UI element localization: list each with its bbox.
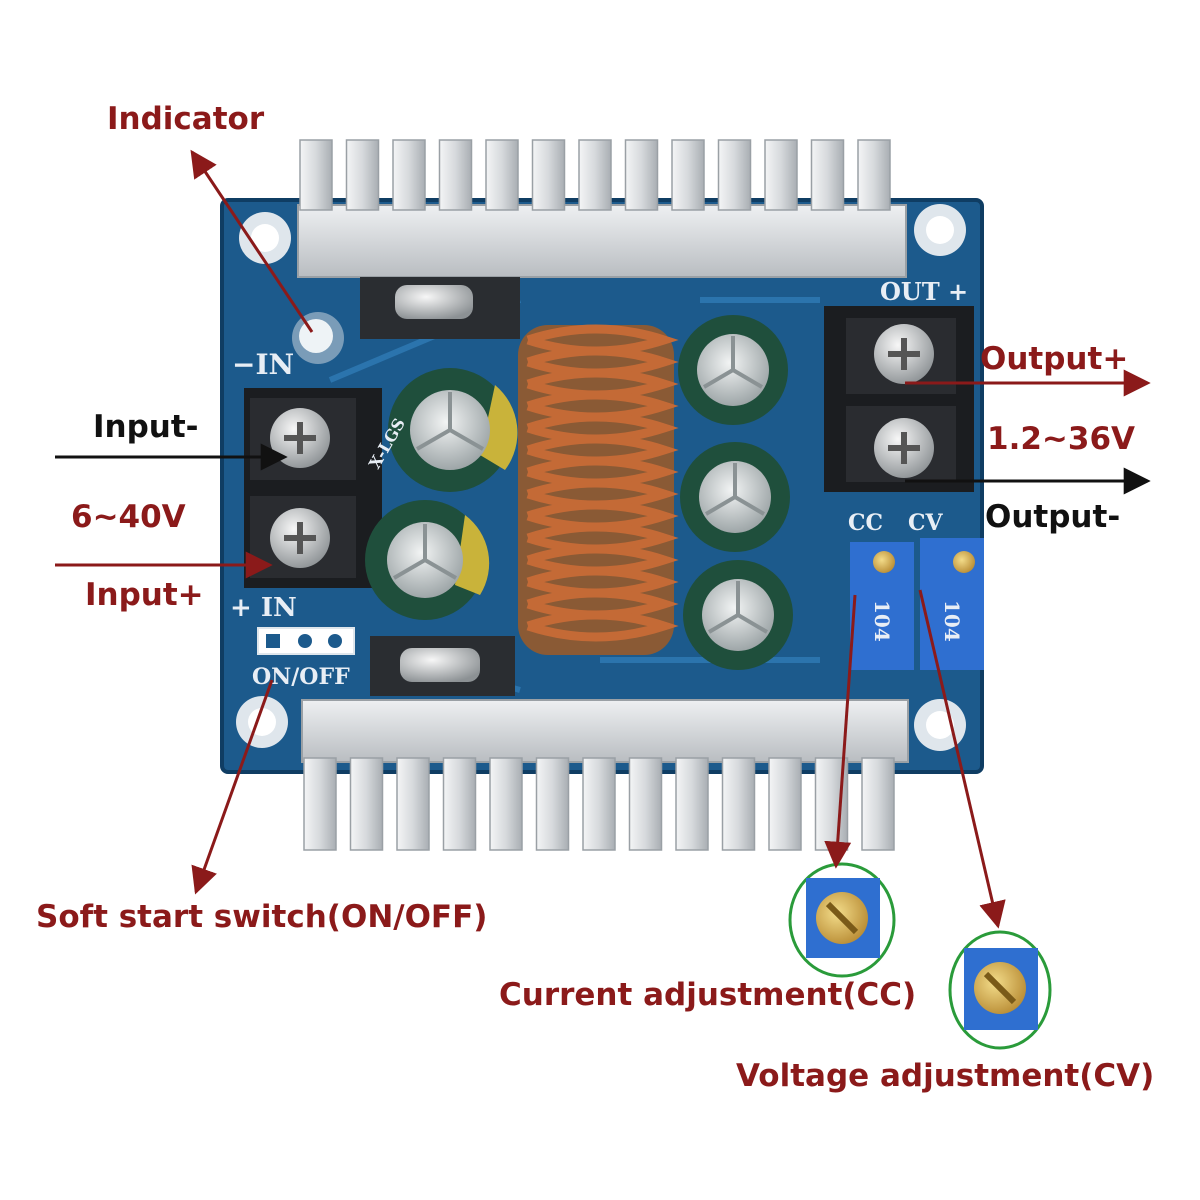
output-terminal-block	[824, 306, 974, 492]
heatsink-fin	[628, 757, 663, 851]
silk-on-off: ON/OFF	[252, 664, 350, 690]
cc-pot-code: 104	[870, 600, 894, 642]
coil-turn	[526, 610, 679, 642]
capacitor	[365, 500, 490, 620]
heatsink-fin	[489, 757, 523, 851]
input-terminal-block	[244, 388, 382, 588]
heatsink-fin	[535, 757, 570, 851]
input-range-label: 6~40V	[71, 499, 186, 535]
heatsink-fin	[764, 139, 798, 211]
heatsink-fin	[721, 757, 756, 851]
heatsink-fin	[349, 757, 384, 851]
output-minus-label: Output-	[985, 499, 1121, 535]
mounting-hole	[914, 204, 966, 256]
indicator-led	[292, 312, 344, 364]
cc-arrow	[824, 594, 857, 869]
output-plus-label: Output+	[980, 341, 1129, 377]
capacitor	[683, 560, 793, 670]
cv-pot-code: 104	[940, 600, 964, 642]
heatsink-fin	[485, 139, 519, 211]
indicator-arrow	[190, 149, 314, 333]
heatsink-fin	[861, 757, 895, 851]
silk-cv: CV	[908, 510, 944, 536]
silk-in-minus: −IN	[232, 348, 294, 381]
toroid-inductor	[518, 324, 679, 655]
current-adjustment-label: Current adjustment(CC)	[499, 977, 917, 1013]
screw-terminal-input-plus	[270, 508, 330, 568]
heatsink-fin	[857, 139, 891, 211]
bottom-heatsink	[301, 636, 909, 851]
mounting-hole	[239, 212, 291, 264]
output-range-label: 1.2~36V	[987, 421, 1136, 457]
heatsink-fin	[582, 757, 616, 851]
capacitor	[680, 442, 790, 552]
silk-in-plus: + IN	[230, 593, 297, 623]
heatsink-fin	[768, 757, 802, 851]
capacitor	[678, 315, 788, 425]
soft-start-label: Soft start switch(ON/OFF)	[36, 899, 488, 935]
screw-terminal-output-minus	[874, 418, 934, 478]
heatsink-fin	[299, 139, 333, 211]
screw-terminal-input-minus	[270, 408, 330, 468]
input-plus-label: Input+	[85, 577, 204, 613]
heatsink-fin	[624, 139, 659, 211]
silk-out-plus: OUT +	[880, 277, 968, 306]
heatsink-fin	[345, 139, 380, 211]
heatsink-fin	[671, 139, 705, 211]
heatsink-fin	[675, 757, 709, 851]
screw-terminal-output-plus	[874, 324, 934, 384]
capacitor: X-LGS	[365, 368, 518, 492]
cv-trimmer-closeup	[948, 930, 1052, 1050]
annotation-arrows	[55, 149, 1151, 929]
cv-potentiometer: 104	[920, 538, 984, 670]
heatsink-fin	[810, 139, 845, 211]
voltage-adjustment-label: Voltage adjustment(CV)	[736, 1058, 1155, 1094]
heatsink-fin	[717, 139, 752, 211]
heatsink-fin	[392, 139, 426, 211]
input-minus-label: Input-	[93, 409, 199, 445]
soft-start-arrow	[191, 679, 274, 895]
heatsink-fin	[303, 757, 337, 851]
heatsink-fin	[442, 757, 477, 851]
indicator-label: Indicator	[107, 101, 265, 137]
heatsink-fin	[438, 139, 473, 211]
mounting-hole	[914, 699, 966, 751]
top-heatsink	[297, 139, 907, 339]
heatsink-fin	[578, 139, 612, 211]
cv-arrow	[918, 589, 1006, 929]
heatsink-fin	[531, 139, 566, 211]
silk-cc: CC	[848, 510, 883, 536]
cc-trimmer-closeup	[788, 862, 896, 978]
heatsink-fin	[396, 757, 430, 851]
cc-potentiometer: 104	[850, 542, 914, 670]
soft-start-header	[257, 627, 355, 655]
